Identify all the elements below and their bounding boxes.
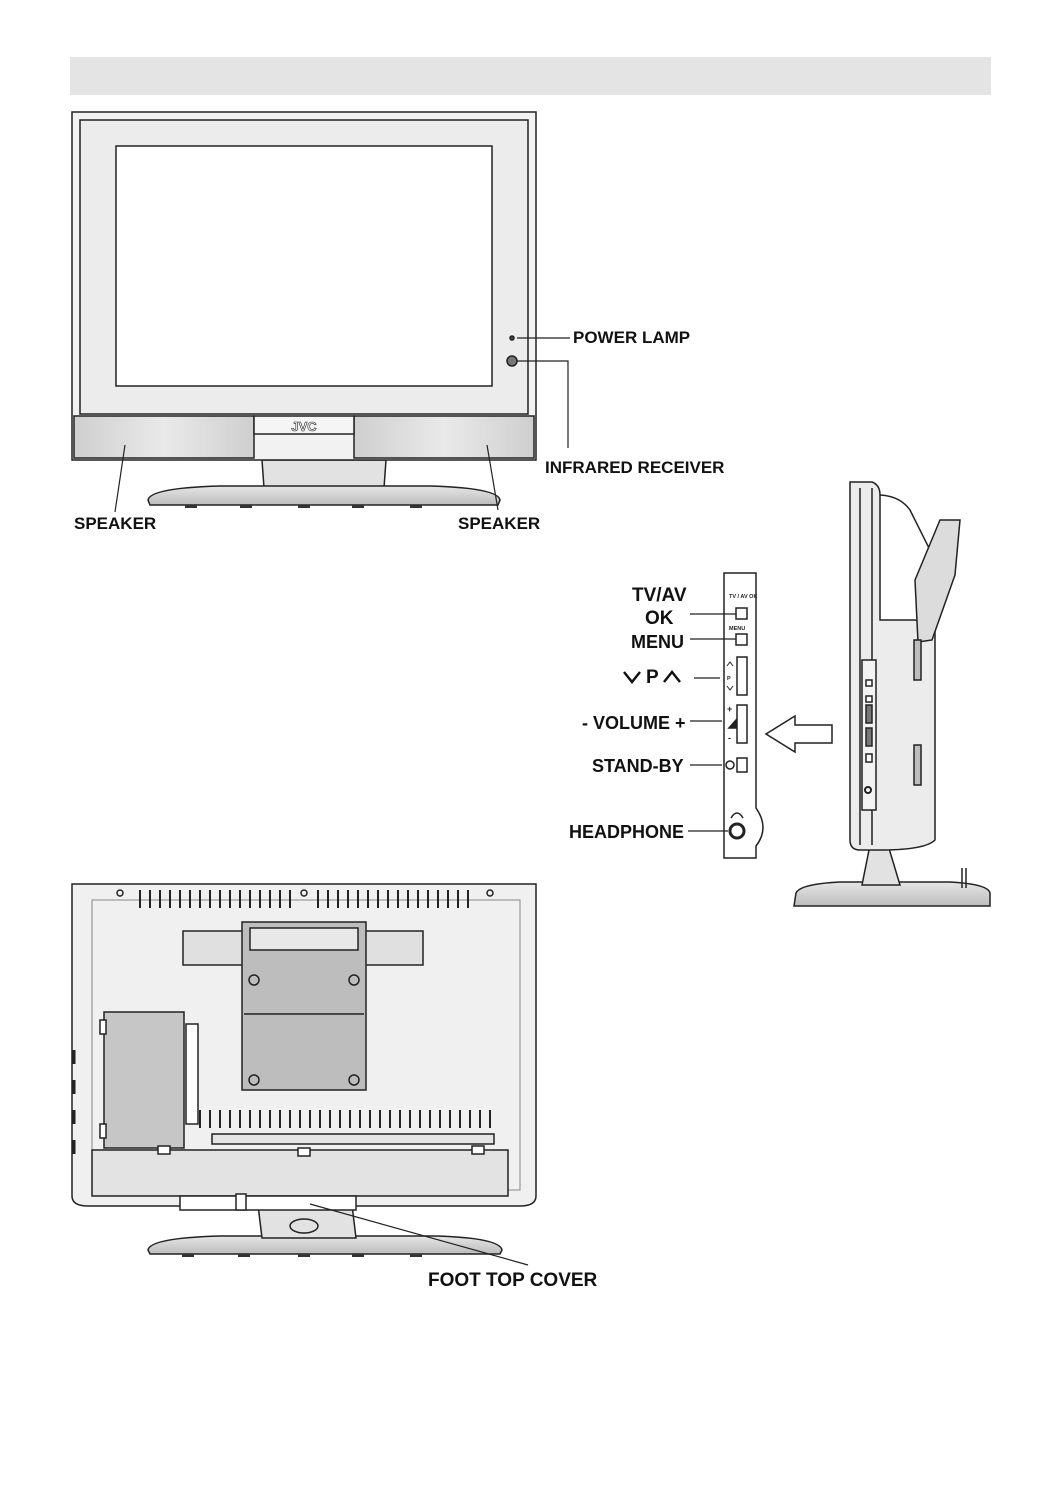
tv-av-ok-button bbox=[736, 608, 747, 619]
standby-button bbox=[737, 758, 747, 772]
svg-text:P: P bbox=[727, 676, 731, 682]
jvc-logo: JVC bbox=[291, 419, 317, 434]
side-control-panel bbox=[724, 573, 763, 858]
front-screen bbox=[116, 146, 492, 386]
program-label: P bbox=[646, 667, 659, 689]
headphone-label: HEADPHONE bbox=[569, 822, 684, 843]
tv-front-view bbox=[72, 112, 536, 508]
front-stand-base bbox=[148, 486, 500, 505]
infrared-receiver-label: INFRARED RECEIVER bbox=[545, 458, 724, 478]
svg-text:-: - bbox=[728, 733, 731, 743]
view-direction-arrow bbox=[766, 716, 832, 752]
ok-label: OK bbox=[645, 608, 674, 630]
power-lamp-label: POWER LAMP bbox=[573, 328, 690, 348]
menu-label: MENU bbox=[631, 632, 684, 653]
volume-rocker bbox=[737, 705, 747, 743]
stand-by-label: STAND-BY bbox=[592, 756, 684, 777]
volume-label: - VOLUME + bbox=[582, 713, 686, 734]
tv-side-view bbox=[794, 482, 990, 906]
foot-top-cover bbox=[180, 1196, 356, 1210]
speaker-right bbox=[354, 416, 534, 458]
power-lamp-indicator bbox=[510, 336, 514, 340]
svg-text:MENU: MENU bbox=[729, 626, 745, 632]
svg-text:+: + bbox=[727, 704, 732, 714]
infrared-receiver-window bbox=[507, 356, 517, 366]
menu-button bbox=[736, 634, 747, 645]
tv-rear-view bbox=[72, 884, 536, 1257]
speaker-left-label: SPEAKER bbox=[74, 514, 156, 534]
speaker-left bbox=[74, 416, 254, 458]
tv-av-label: TV/AV bbox=[632, 585, 687, 607]
svg-text:TV / AV OK: TV / AV OK bbox=[729, 594, 757, 600]
foot-top-cover-label: FOOT TOP COVER bbox=[428, 1270, 597, 1292]
rear-side-cover bbox=[104, 1012, 184, 1148]
program-rocker bbox=[737, 657, 747, 695]
speaker-right-label: SPEAKER bbox=[458, 514, 540, 534]
